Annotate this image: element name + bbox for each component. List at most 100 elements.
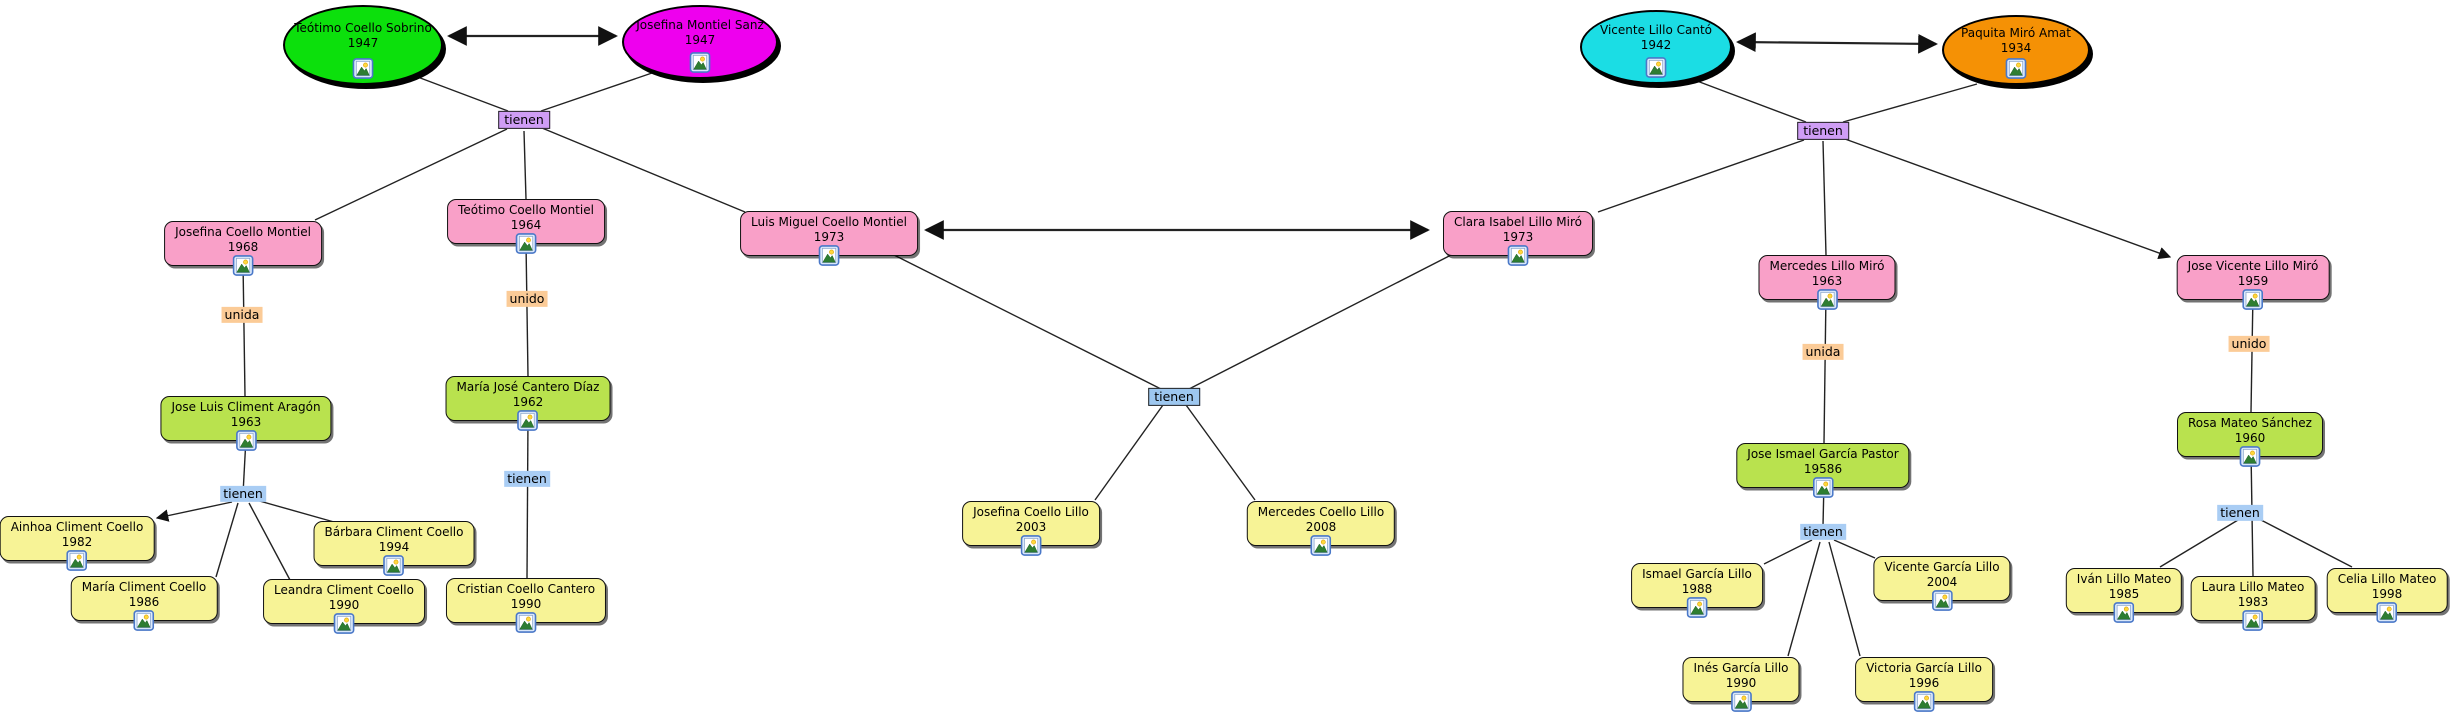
edge [1188, 252, 1456, 390]
person-name: Jose Vicente Lillo Miró [2187, 259, 2319, 273]
person-year: 1963 [1811, 273, 1843, 288]
relation-label-tienen[interactable]: tienen [2217, 504, 2263, 522]
photo-icon[interactable] [1310, 535, 1331, 556]
person-node-vicente-lillo-canto[interactable]: Vicente Lillo Cantó 1942 [1580, 10, 1732, 84]
photo-icon[interactable] [67, 550, 88, 571]
person-name: Mercedes Coello Lillo [1257, 505, 1385, 519]
photo-icon[interactable] [2114, 602, 2135, 623]
person-name: Leandra Climent Coello [274, 583, 414, 597]
person-name: Laura Lillo Mateo [2201, 580, 2305, 594]
relation-label-unido[interactable]: unido [2228, 335, 2270, 353]
photo-icon[interactable] [1914, 691, 1935, 712]
photo-icon[interactable] [517, 410, 538, 431]
photo-icon[interactable] [2242, 610, 2263, 631]
person-node-laura-lillo-mateo[interactable]: Laura Lillo Mateo 1983 [2190, 576, 2316, 621]
person-node-victoria-garcia-lillo[interactable]: Victoria García Lillo 1996 [1855, 657, 1993, 702]
person-node-leandra-climent-coello[interactable]: Leandra Climent Coello 1990 [263, 579, 425, 624]
person-node-jose-vicente-lillo-miro[interactable]: Jose Vicente Lillo Miró 1959 [2176, 255, 2330, 300]
edge [1094, 404, 1164, 501]
relation-label-unida[interactable]: unida [1802, 343, 1844, 361]
relation-label-tienen[interactable]: tienen [1797, 121, 1849, 141]
person-name: Mercedes Lillo Miró [1769, 259, 1885, 273]
person-node-luis-miguel-coello-montiel[interactable]: Luis Miguel Coello Montiel 1973 [740, 211, 918, 256]
person-node-jose-ismael-garcia-pastor[interactable]: Jose Ismael García Pastor 19586 [1736, 443, 1910, 488]
person-node-vicente-garcia-lillo[interactable]: Vicente García Lillo 2004 [1873, 556, 2011, 601]
person-year: 1985 [2108, 586, 2140, 601]
photo-icon[interactable] [2376, 602, 2397, 623]
edge [215, 502, 239, 578]
person-node-jose-luis-climent-aragon[interactable]: Jose Luis Climent Aragón 1963 [160, 396, 332, 441]
person-node-rosa-mateo-sanchez[interactable]: Rosa Mateo Sánchez 1960 [2177, 412, 2323, 457]
photo-icon[interactable] [383, 555, 404, 576]
person-node-clara-isabel-lillo-miro[interactable]: Clara Isabel Lillo Miró 1973 [1442, 211, 1594, 256]
person-node-maria-jose-cantero-diaz[interactable]: María José Cantero Díaz 1962 [445, 376, 611, 421]
person-node-mercedes-coello-lillo[interactable]: Mercedes Coello Lillo 2008 [1246, 501, 1396, 546]
photo-icon[interactable] [353, 58, 374, 79]
person-node-josefina-coello-montiel[interactable]: Josefina Coello Montiel 1968 [164, 221, 322, 266]
person-node-maria-climent-coello[interactable]: María Climent Coello 1986 [70, 576, 218, 621]
photo-icon[interactable] [134, 610, 155, 631]
person-node-ines-garcia-lillo[interactable]: Inés García Lillo 1990 [1682, 657, 1800, 702]
photo-icon[interactable] [233, 255, 254, 276]
relation-label-unida[interactable]: unida [221, 306, 263, 324]
edge [525, 242, 529, 377]
person-node-josefina-montiel-sanz[interactable]: Josefina Montiel Sanz 1947 [622, 5, 778, 79]
person-node-josefina-coello-lillo[interactable]: Josefina Coello Lillo 2003 [962, 501, 1100, 546]
person-name: Clara Isabel Lillo Miró [1453, 215, 1583, 229]
photo-icon[interactable] [819, 245, 840, 266]
photo-icon[interactable] [334, 613, 355, 634]
edge [1828, 541, 1861, 657]
photo-icon[interactable] [1817, 289, 1838, 310]
photo-icon[interactable] [1021, 535, 1042, 556]
edge [541, 127, 746, 213]
person-name: Teótimo Coello Montiel [458, 203, 594, 217]
person-name: Iván Lillo Mateo [2076, 572, 2172, 586]
person-year: 19586 [1803, 461, 1843, 476]
person-name: Josefina Coello Montiel [175, 225, 311, 239]
photo-icon[interactable] [690, 52, 711, 73]
person-node-cristian-coello-cantero[interactable]: Cristian Coello Cantero 1990 [445, 578, 607, 623]
relation-label-tienen[interactable]: tienen [1148, 387, 1200, 407]
edge [414, 75, 509, 112]
person-year: 1942 [1640, 38, 1672, 52]
photo-icon[interactable] [1646, 57, 1667, 78]
person-node-ainhoa-climent-coello[interactable]: Ainhoa Climent Coello 1982 [0, 516, 155, 561]
relation-label-tienen[interactable]: tienen [504, 470, 550, 488]
person-node-paquita-miro-amat[interactable]: Paquita Miró Amat 1934 [1942, 15, 2090, 85]
person-node-ismael-garcia-lillo[interactable]: Ismael García Lillo 1988 [1631, 563, 1763, 608]
person-node-barbara-climent-coello[interactable]: Bárbara Climent Coello 1994 [313, 521, 475, 566]
person-name: Josefina Montiel Sanz [636, 18, 764, 32]
photo-icon[interactable] [1686, 597, 1707, 618]
relation-label-tienen[interactable]: tienen [498, 110, 550, 130]
person-name: Bárbara Climent Coello [324, 525, 464, 539]
person-node-celia-lillo-mateo[interactable]: Celia Lillo Mateo 1998 [2326, 568, 2448, 613]
photo-icon[interactable] [1730, 691, 1751, 712]
person-name: Jose Ismael García Pastor [1747, 447, 1899, 461]
photo-icon[interactable] [2239, 446, 2260, 467]
person-node-teotimo-coello-montiel[interactable]: Teótimo Coello Montiel 1964 [447, 199, 605, 244]
person-year: 2004 [1926, 574, 1958, 589]
photo-icon[interactable] [236, 430, 257, 451]
edge [889, 252, 1162, 390]
relation-label-tienen[interactable]: tienen [1800, 523, 1846, 541]
person-year: 1990 [328, 597, 360, 612]
photo-icon[interactable] [2242, 289, 2263, 310]
edge [1823, 292, 1827, 444]
photo-icon[interactable] [1932, 590, 1953, 611]
relation-label-unido[interactable]: unido [506, 290, 548, 308]
person-name: Paquita Miró Amat [1961, 26, 2071, 40]
photo-icon[interactable] [1507, 245, 1528, 266]
relation-label-tienen[interactable]: tienen [220, 485, 266, 503]
person-node-teotimo-coello-sobrino[interactable]: Teótimo Coello Sobrino 1947 [283, 5, 443, 85]
photo-icon[interactable] [1813, 477, 1834, 498]
photo-icon[interactable] [515, 233, 536, 254]
person-name: Celia Lillo Mateo [2337, 572, 2437, 586]
person-node-mercedes-lillo-miro[interactable]: Mercedes Lillo Miró 1963 [1758, 255, 1896, 300]
person-name: Vicente Lillo Cantó [1600, 23, 1712, 37]
photo-icon[interactable] [515, 612, 536, 633]
person-year: 1934 [2000, 41, 2032, 55]
edge [242, 261, 246, 397]
person-year: 1996 [1908, 675, 1940, 690]
photo-icon[interactable] [2006, 58, 2027, 79]
person-node-ivan-lillo-mateo[interactable]: Iván Lillo Mateo 1985 [2065, 568, 2183, 613]
